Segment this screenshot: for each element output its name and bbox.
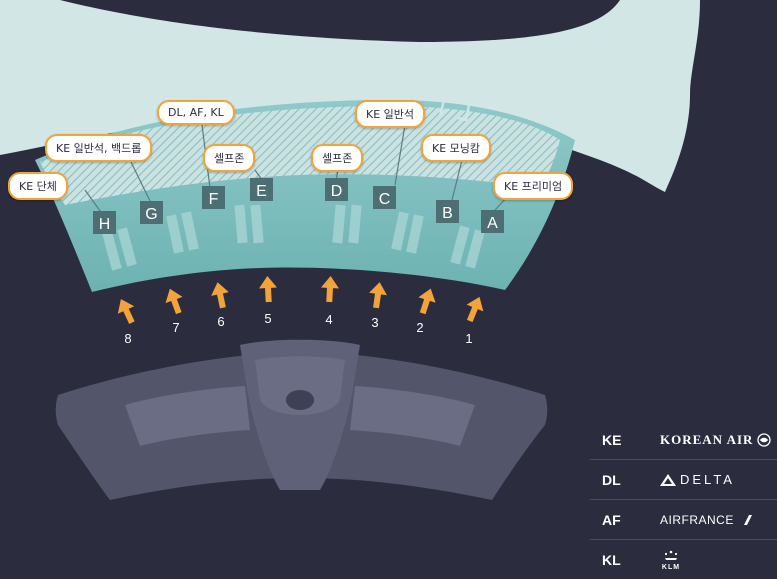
legend-name: KOREAN AIR [660, 431, 754, 447]
callout-counter-d: 셀프존 [311, 144, 364, 172]
entrance-number-3: 3 [371, 315, 378, 330]
entrance-arrow-6 [211, 282, 229, 309]
legend-code: KE [602, 431, 622, 448]
entrance-arrow-1 [466, 296, 484, 323]
entrance-number-1: 1 [465, 331, 472, 346]
legend-code: KL [602, 551, 621, 568]
counter-letter-c: C [379, 191, 391, 208]
parking-panel-right [350, 386, 475, 446]
callout-counter-c: KE 일반석 [355, 100, 426, 128]
entrance-arrow-2 [418, 288, 436, 315]
entrance-number-2: 2 [416, 320, 423, 335]
delta-triangle-icon [660, 473, 676, 486]
counter-letters: H G F E D C B A [93, 178, 504, 234]
callout-counter-b: KE 모닝캄 [421, 134, 492, 162]
callout-counter-h: KE 단체 [8, 172, 68, 200]
legend-code: AF [602, 511, 621, 528]
legend-row-ke: KE KOREAN AIR [590, 420, 777, 460]
entrance-arrow-3 [369, 282, 387, 309]
airfrance-stripe-icon [743, 514, 752, 525]
hatched-area [40, 106, 560, 205]
korean-air-logo: KOREAN AIR [660, 431, 772, 448]
counter-islands [102, 204, 485, 271]
counter-letter-a: A [487, 215, 498, 232]
counter-letter-h: H [99, 216, 111, 233]
bracket-right2 [457, 99, 472, 122]
legend-name: AIRFRANCE [660, 512, 734, 527]
counter-letter-e: E [256, 183, 267, 200]
entrance-arrow-7 [165, 288, 183, 315]
entrance-number-4: 4 [325, 312, 332, 327]
parking-panel-left [125, 386, 250, 446]
klm-crown-icon: KLM [662, 550, 680, 571]
upper-cutout [60, 0, 620, 42]
upper-building [0, 0, 777, 192]
legend-name: DELTA [680, 472, 735, 487]
legend-code: DL [602, 471, 621, 488]
parking-tower-top [255, 356, 345, 415]
entrance-arrows [117, 276, 484, 324]
counter-letter-f: F [209, 191, 219, 208]
callout-counter-e: 셀프존 [203, 144, 256, 172]
delta-logo: DELTA [660, 472, 735, 487]
airfrance-logo: AIRFRANCE [660, 513, 752, 527]
svg-text:KLM: KLM [662, 564, 680, 571]
counter-letter-g: G [145, 206, 157, 223]
callout-counter-g: KE 일반석, 백드롭 [45, 134, 153, 162]
bracket-left [126, 97, 147, 120]
bracket-right [438, 95, 447, 117]
entrance-arrow-8 [117, 299, 135, 324]
klm-logo: KLM [660, 549, 682, 571]
callout-counter-f: DL, AF, KL [157, 100, 235, 125]
entrance-arrow-5 [259, 276, 277, 303]
entrance-number-8: 8 [124, 331, 131, 346]
legend-row-kl: KL KLM [590, 540, 777, 579]
entrance-number-7: 7 [172, 320, 179, 335]
parking-dome [286, 390, 314, 410]
counter-letter-b: B [442, 205, 453, 222]
callout-counter-a: KE 프리미엄 [493, 172, 574, 200]
entrance-number-6: 6 [217, 314, 224, 329]
airline-legend: KE KOREAN AIR DL DELTA AF AIRFRANCE KL K… [590, 420, 777, 579]
parking-structure [55, 339, 548, 500]
entrance-number-5: 5 [264, 311, 271, 326]
legend-row-dl: DL DELTA [590, 460, 777, 500]
counter-letter-d: D [331, 183, 343, 200]
entrance-arrow-4 [321, 276, 339, 303]
entrance-numbers: 8 7 6 5 4 3 2 1 [124, 311, 472, 346]
korean-air-emblem-icon [757, 432, 772, 447]
legend-row-af: AF AIRFRANCE [590, 500, 777, 540]
